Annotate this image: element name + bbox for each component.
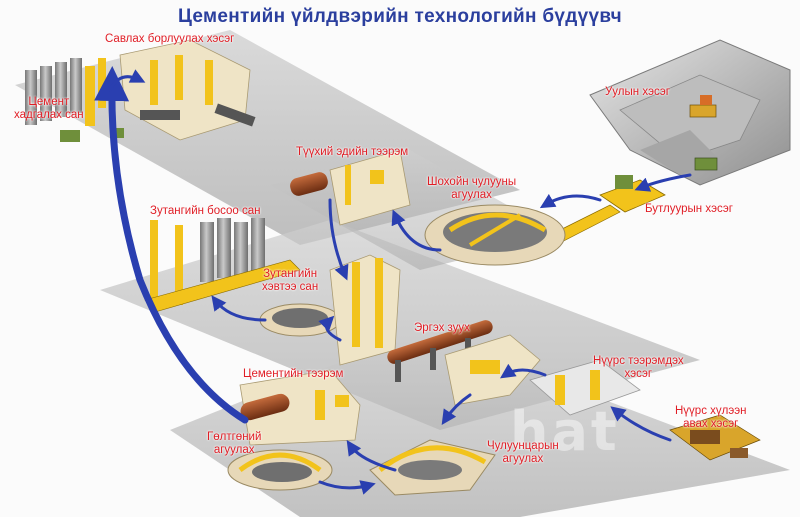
packing-area [60, 39, 256, 142]
kiln-area [329, 254, 493, 382]
limestone-storage [424, 204, 566, 266]
label-kiln: Эргэх зуух [414, 322, 470, 334]
label-clinker-silo: Зутангийн босоо сан [150, 205, 261, 217]
label-cement-storage: Цемент хадгалах сан [14, 96, 84, 121]
label-clinker-store: Зутангийн хэвтээ сан [262, 268, 319, 293]
flow-kiln-clinker [318, 315, 342, 342]
label-coal-mill: Нүүрс тээрэмдэх хэсэг [593, 355, 684, 380]
flow-clinker-silo [211, 295, 267, 322]
flow-crusher-limestone [539, 193, 602, 209]
flow-gypsum-aggregate [318, 480, 376, 495]
coal-receiving-area [669, 414, 761, 461]
label-limestone-storage: Шохойн чулууны агуулах [427, 176, 517, 201]
coal-mill-area [444, 334, 641, 416]
cement-mill-area [239, 369, 361, 446]
gypsum-storage [227, 449, 333, 491]
label-coal-receiving: Нүүрс хүлээн авах хэсэг [675, 405, 747, 430]
flow-coalmill-kiln [500, 363, 547, 379]
flow-rawmill-kiln [328, 198, 349, 281]
raw-mill-area [290, 149, 411, 226]
label-cement-mill: Цементийн тээрэм [243, 368, 344, 380]
label-aggregate-storage: Чулуунцарын агуулах [487, 440, 559, 465]
flow-quarry-crusher [634, 173, 692, 192]
aggregate-storage [369, 439, 496, 496]
label-quarry: Уулын хэсэг [605, 86, 670, 98]
flow-coalrecv-coalmill [610, 406, 672, 442]
flow-limestone-rawmill [391, 209, 442, 252]
diagram-title: Цементийн үйлдвэрийн технологийн бүдүүвч [178, 6, 622, 27]
flow-aggregate-cementmill [346, 440, 397, 472]
quarry-area [589, 39, 791, 186]
clinker-silo-area [144, 218, 301, 313]
label-sales: Савлах борлуулах хэсэг [105, 33, 235, 45]
flow-arrows [94, 66, 692, 495]
label-raw-mill: Түүхий эдийн тээрэм [296, 146, 409, 158]
flow-storage-packing [108, 69, 146, 92]
flow-cementmill-storage [94, 66, 249, 424]
label-crusher: Бутлуурын хэсэг [645, 203, 733, 215]
label-gypsum-storage: Гөлтгөний агуулах [207, 431, 262, 456]
flow-coalmill-kiln-2 [441, 393, 472, 425]
watermark-logo: hat [510, 400, 620, 463]
